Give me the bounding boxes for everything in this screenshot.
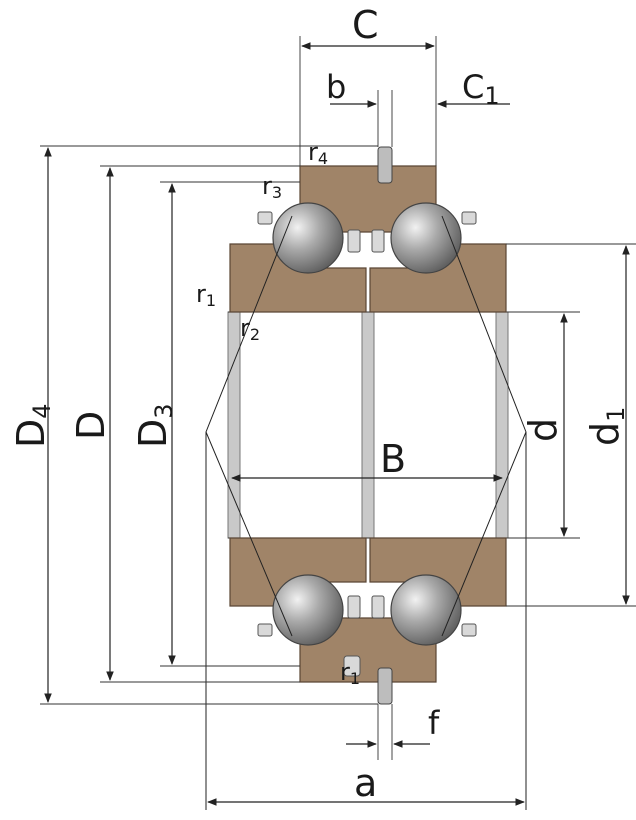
ball-bottom-left (272, 574, 344, 646)
cage-bottom (257, 595, 477, 637)
inner-ring-bottom (229, 537, 507, 607)
label-C1: C1 (462, 68, 500, 110)
label-a: a (354, 761, 377, 805)
label-C: C (352, 3, 379, 47)
extension-lines (40, 36, 636, 760)
shaft (227, 311, 509, 539)
dimension-labels: C b C1 r4 r3 r1 r2 D4 D D3 B d d1 r1 f a (9, 3, 630, 805)
label-B: B (380, 437, 406, 481)
label-r3: r3 (262, 172, 282, 202)
label-D3: D3 (131, 403, 178, 448)
label-D4: D4 (9, 403, 56, 448)
inner-ring-top (229, 243, 507, 313)
label-r4: r4 (308, 138, 328, 168)
ball-bottom-right (390, 574, 462, 646)
dimension-lines (44, 42, 630, 806)
label-b: b (326, 68, 346, 106)
label-f: f (428, 704, 440, 742)
cage-top (257, 211, 477, 253)
label-r2: r2 (240, 314, 260, 344)
label-r1-bottom: r1 (340, 658, 360, 688)
label-d: d (521, 418, 565, 442)
label-D: D (69, 411, 113, 440)
label-d1: d1 (583, 407, 630, 446)
contact-lines (205, 215, 527, 810)
label-r1: r1 (196, 280, 216, 310)
